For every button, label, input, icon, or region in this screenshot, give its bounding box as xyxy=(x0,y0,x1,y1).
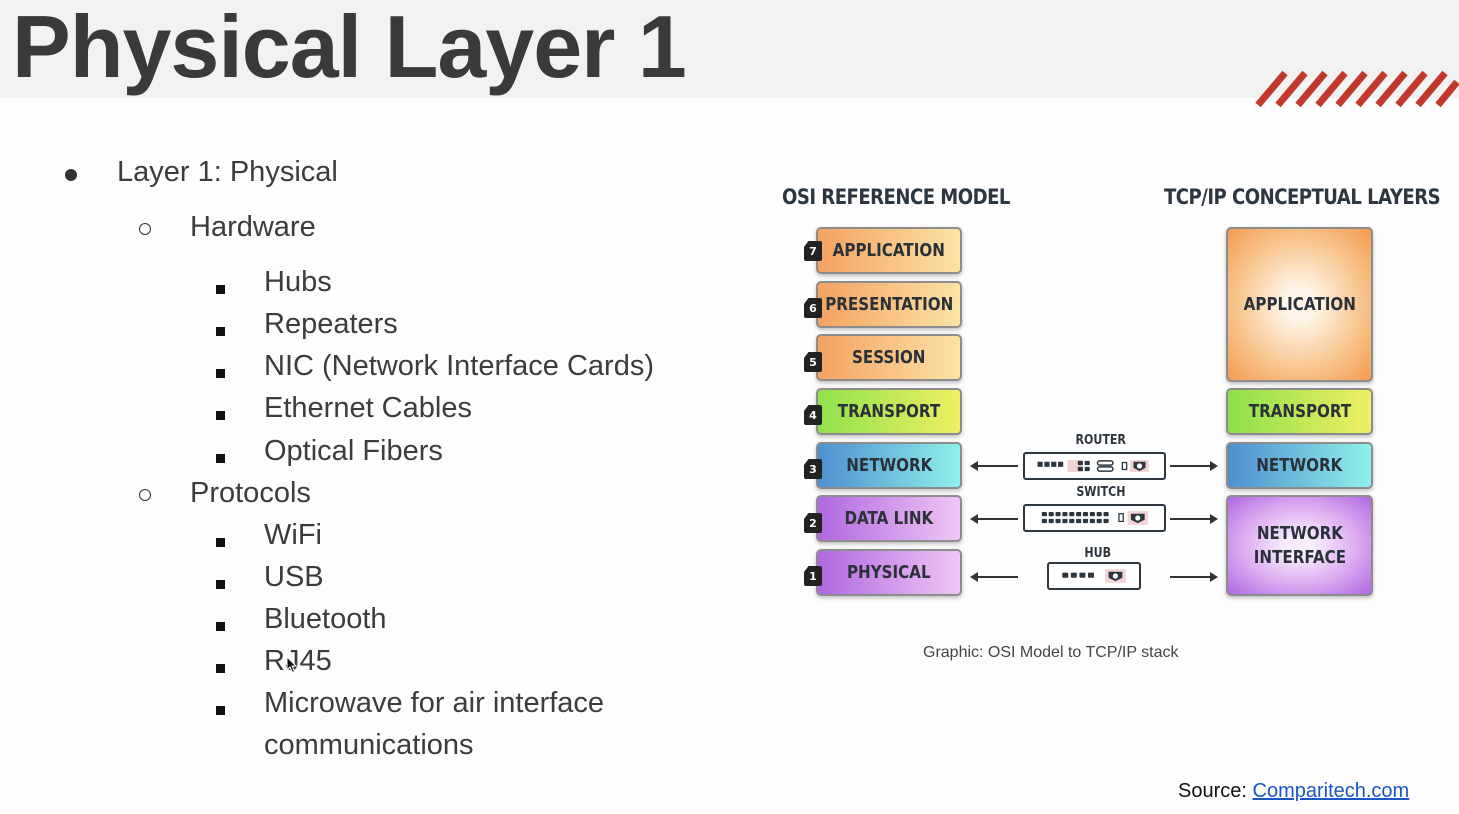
osi-layer-physical: PHYSICAL xyxy=(816,549,962,596)
bullet-layer1: Layer 1: Physical xyxy=(117,156,338,188)
osi-heading: OSI REFERENCE MODEL xyxy=(782,185,1010,209)
hardware-item: Ethernet Cables xyxy=(264,392,472,424)
source-line: Source: Comparitech.com xyxy=(1178,780,1409,803)
osi-layer-session: SESSION xyxy=(816,334,962,381)
source-link[interactable]: Comparitech.com xyxy=(1252,780,1410,802)
osi-layer-application: APPLICATION xyxy=(816,227,962,274)
bullet-circle xyxy=(139,223,151,235)
title-band xyxy=(0,0,1459,98)
mouse-pointer-icon xyxy=(286,656,298,674)
hardware-item: Repeaters xyxy=(264,308,398,340)
hardware-item: Optical Fibers xyxy=(264,435,443,467)
protocol-item: Microwave for air interface xyxy=(264,687,605,719)
osi-layer-label: NETWORK xyxy=(845,455,933,476)
bullet-square xyxy=(216,622,225,631)
protocol-item: USB xyxy=(264,561,324,593)
arrow-to-osi xyxy=(970,461,1018,471)
layer-number-badge: 5 xyxy=(804,352,822,372)
protocol-item: Bluetooth xyxy=(264,603,387,635)
bullet-square xyxy=(216,327,225,336)
switch-icon xyxy=(1023,504,1166,532)
bullet-square xyxy=(216,411,225,420)
tcp-layer-label: APPLICATION xyxy=(1243,293,1356,315)
tcp-layer-transport: TRANSPORT xyxy=(1226,388,1373,435)
bullet-disc xyxy=(65,169,77,181)
bullet-hardware: Hardware xyxy=(190,211,316,243)
layer-number-badge: 2 xyxy=(804,513,822,533)
tcp-layer-label: NETWORK INTERFACE xyxy=(1253,522,1346,568)
layer-number-badge: 7 xyxy=(804,241,822,261)
arrow-to-osi xyxy=(970,572,1018,582)
layer-number-badge: 6 xyxy=(804,298,822,318)
osi-layer-label: PHYSICAL xyxy=(847,562,931,583)
protocol-item: RJ45 xyxy=(264,645,332,677)
osi-layer-label: APPLICATION xyxy=(832,240,946,261)
osi-layer-data-link: DATA LINK xyxy=(816,495,962,542)
switch-label: SWITCH xyxy=(1076,485,1126,500)
osi-layer-network: NETWORK xyxy=(816,442,962,489)
bullet-square xyxy=(216,706,225,715)
arrow-to-tcp xyxy=(1170,461,1218,471)
osi-layer-label: PRESENTATION xyxy=(824,294,954,315)
hardware-item: NIC (Network Interface Cards) xyxy=(264,350,654,382)
osi-layer-transport: TRANSPORT xyxy=(816,388,962,435)
arrow-to-tcp xyxy=(1170,514,1218,524)
layer-number-badge: 1 xyxy=(804,566,822,586)
bullet-square xyxy=(216,285,225,294)
protocol-item: WiFi xyxy=(264,519,322,551)
osi-layer-label: DATA LINK xyxy=(844,508,934,529)
bullet-square xyxy=(216,369,225,378)
router-label: ROUTER xyxy=(1075,433,1126,448)
diagram-caption: Graphic: OSI Model to TCP/IP stack xyxy=(923,644,1179,661)
hardware-item: Hubs xyxy=(264,266,332,298)
bullet-circle xyxy=(139,489,151,501)
tcp-layer-network: NETWORK xyxy=(1226,442,1373,489)
protocol-item-continuation: communications xyxy=(264,729,474,761)
red-stripes-decoration xyxy=(1255,70,1459,108)
hub-label: HUB xyxy=(1084,546,1112,561)
osi-layer-label: TRANSPORT xyxy=(837,401,941,422)
tcp-layer-label: TRANSPORT xyxy=(1248,400,1351,422)
osi-layer-label: SESSION xyxy=(852,347,926,368)
arrow-to-tcp xyxy=(1170,572,1218,582)
bullet-square xyxy=(216,538,225,547)
tcp-heading: TCP/IP CONCEPTUAL LAYERS xyxy=(1164,185,1441,209)
source-prefix: Source: xyxy=(1178,780,1247,802)
router-icon xyxy=(1023,452,1166,480)
bullet-protocols: Protocols xyxy=(190,477,311,509)
bullet-square xyxy=(216,454,225,463)
layer-number-badge: 3 xyxy=(804,459,822,479)
bullet-square xyxy=(216,664,225,673)
slide-title: Physical Layer 1 xyxy=(12,0,687,96)
osi-layer-presentation: PRESENTATION xyxy=(816,281,962,328)
bullet-square xyxy=(216,580,225,589)
hub-icon xyxy=(1047,562,1141,590)
arrow-to-osi xyxy=(970,514,1018,524)
layer-number-badge: 4 xyxy=(804,405,822,425)
tcp-layer-network-interface: NETWORK INTERFACE xyxy=(1226,495,1373,596)
tcp-layer-label: NETWORK xyxy=(1256,454,1343,476)
tcp-layer-application: APPLICATION xyxy=(1226,227,1373,382)
